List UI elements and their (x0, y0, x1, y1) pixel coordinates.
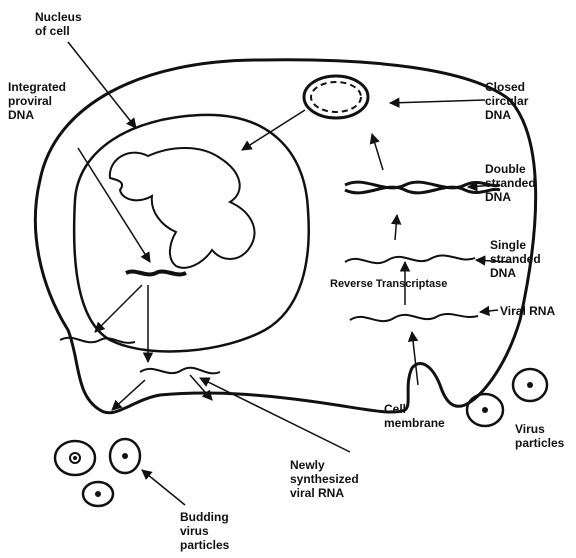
label-viral-rna: Viral RNA (500, 304, 555, 318)
label-single-stranded-dna: Single stranded DNA (490, 238, 541, 280)
label-closed-circular-dna: Closed circular DNA (485, 80, 528, 122)
viral-rna-strand (350, 314, 478, 321)
label-virus-particles: Virus particles (515, 422, 564, 450)
cell-outline (35, 60, 535, 413)
label-cell-membrane: Cell membrane (384, 402, 445, 430)
arrow-integrated-label (78, 148, 150, 262)
integrated-dna (126, 272, 186, 275)
virus-particle (55, 441, 95, 475)
arrow-closed-label (390, 100, 485, 103)
arrow-newly-label (200, 378, 350, 452)
virus-particle (83, 482, 113, 506)
label-nucleus: Nucleus of cell (35, 10, 82, 38)
arrow-viralrna-label (480, 310, 498, 312)
arrow-ss-to-ds (395, 215, 397, 240)
label-budding-virus-particles: Budding virus particles (180, 510, 229, 552)
label-reverse-transcriptase: Reverse Transcriptase (330, 277, 447, 291)
arrow-integrated-to-rna-left (95, 285, 142, 332)
arrow-budding-label (142, 470, 185, 505)
label-integrated-proviral-dna: Integrated proviral DNA (8, 80, 66, 122)
single-stranded-dna (345, 255, 475, 263)
arrow-ds-to-circle (372, 134, 383, 170)
label-double-stranded-dna: Double stranded DNA (485, 162, 536, 204)
newly-synthesized-rna (140, 368, 220, 374)
chromatin (110, 148, 255, 268)
label-newly-synthesized-rna: Newly synthesized viral RNA (290, 458, 359, 500)
arrow-membrane-to-rna (412, 332, 418, 385)
arrow-circle-to-nucleus (242, 110, 305, 150)
virus-particle (513, 369, 547, 401)
virus-particle (467, 394, 503, 426)
virus-particle (110, 439, 140, 473)
nucleus-outline (74, 115, 309, 352)
